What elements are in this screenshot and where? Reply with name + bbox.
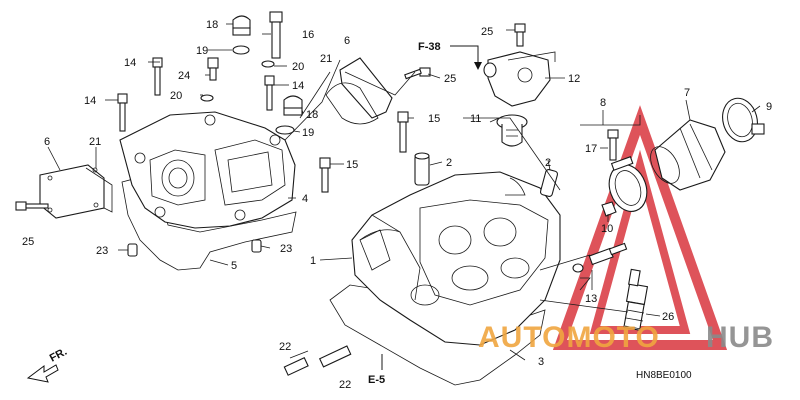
callout-21-left: 21	[89, 136, 101, 148]
clamp-9	[722, 97, 765, 143]
ref-arrow-head	[474, 62, 482, 70]
side-cover-plate	[39, 164, 105, 219]
callout-26: 26	[662, 311, 674, 323]
callout-2-right: 2	[545, 157, 551, 169]
callout-19-mid: 19	[302, 127, 314, 139]
callout-13: 13	[585, 293, 597, 305]
callout-18-mid: 18	[306, 109, 318, 121]
bolt-16	[269, 11, 283, 59]
washer-20-b	[261, 60, 275, 68]
cap-nut-18-top	[232, 15, 251, 36]
callout-17: 17	[585, 143, 597, 155]
callout-7: 7	[684, 87, 690, 99]
bolt-25-left	[15, 201, 49, 211]
callout-14-a: 14	[124, 57, 136, 69]
callout-9: 9	[766, 101, 772, 113]
sensor-13	[572, 242, 628, 273]
callout-25-left: 25	[22, 236, 34, 248]
callout-1: 1	[310, 255, 316, 267]
callout-15-b: 15	[346, 159, 358, 171]
watermark-wordmark: AUTOMOTO HUB	[478, 321, 774, 354]
cap-nut-18-mid	[283, 95, 303, 116]
dowel-23-right	[251, 239, 262, 253]
callout-23-right: 23	[280, 243, 292, 255]
callout-21-center: 21	[320, 53, 332, 65]
callout-10: 10	[601, 223, 613, 235]
bolt-14-a	[152, 57, 163, 96]
ref-arrow-f38	[450, 45, 479, 66]
bolt-25-mid	[404, 67, 431, 80]
callout-12: 12	[568, 73, 580, 85]
cylinder-head	[351, 171, 561, 346]
nut-10	[601, 201, 617, 217]
ref-e5-label: E-5	[368, 374, 385, 386]
callout-14-b: 14	[84, 95, 96, 107]
bolt-25-top	[514, 23, 526, 47]
bracket-8-line	[580, 115, 641, 126]
bolt-24	[207, 57, 219, 81]
stud-22-right	[318, 345, 352, 368]
callout-2-left: 2	[446, 157, 452, 169]
callout-11: 11	[470, 113, 481, 125]
intake-group	[539, 97, 765, 331]
callout-25-top: 25	[481, 26, 493, 38]
callout-22-left: 22	[279, 341, 291, 353]
front-direction-arrow: FR.	[26, 346, 69, 383]
thermostat-11	[496, 114, 528, 147]
dowel-23-left	[127, 243, 138, 257]
callout-24: 24	[178, 70, 190, 82]
head-cover	[119, 111, 296, 229]
callout-6-center: 6	[344, 35, 350, 47]
callout-22-right: 22	[339, 379, 351, 391]
head-cover-group	[15, 11, 341, 271]
callout-3: 3	[538, 356, 544, 368]
callout-6-left: 6	[44, 136, 50, 148]
washer-19-top	[232, 45, 250, 55]
cylinder-head-group	[283, 23, 565, 386]
gasket-21-center	[325, 82, 379, 125]
watermark-word-automoto: AUTOMOTO	[478, 321, 660, 354]
washer-20-a	[200, 94, 214, 102]
callout-16: 16	[302, 29, 314, 41]
sleeve-2-left	[414, 152, 430, 186]
callout-25-mid: 25	[444, 73, 456, 85]
screw-17	[607, 129, 619, 161]
bolt-15-a	[397, 111, 409, 153]
ref-f38-label: F-38	[418, 41, 441, 53]
callout-15-a: 15	[428, 113, 440, 125]
callout-20-b: 20	[292, 61, 304, 73]
callout-4: 4	[302, 193, 308, 205]
bolt-14-b	[117, 93, 128, 132]
fr-label: FR.	[48, 346, 69, 365]
callout-14-c: 14	[292, 80, 304, 92]
clamp-band-8	[608, 156, 648, 212]
callout-labels: 1 2 2 3 4 5 6 6 7 8 9 10 11 12 13 14 14 …	[22, 19, 772, 391]
spark-plug-26	[623, 268, 649, 331]
callout-18-top: 18	[206, 19, 218, 31]
diagram-code: HN8BE0100	[636, 370, 692, 381]
bolt-15-b	[319, 157, 331, 193]
callout-20-a: 20	[170, 90, 182, 102]
thermostat-housing-12	[483, 51, 551, 107]
stud-22-left	[283, 350, 309, 376]
callout-19-top: 19	[196, 45, 208, 57]
sleeve-2-right	[539, 169, 559, 197]
bolt-14-c	[264, 75, 275, 111]
callout-8: 8	[600, 97, 606, 109]
side-cover-6-center	[339, 57, 393, 119]
watermark-word-hub: HUB	[706, 321, 774, 354]
watermark-triangle-outer	[552, 105, 728, 350]
washer-19-mid	[275, 125, 295, 135]
callout-23-left: 23	[96, 245, 108, 257]
insulator-7	[650, 119, 726, 191]
callout-5: 5	[231, 260, 237, 272]
